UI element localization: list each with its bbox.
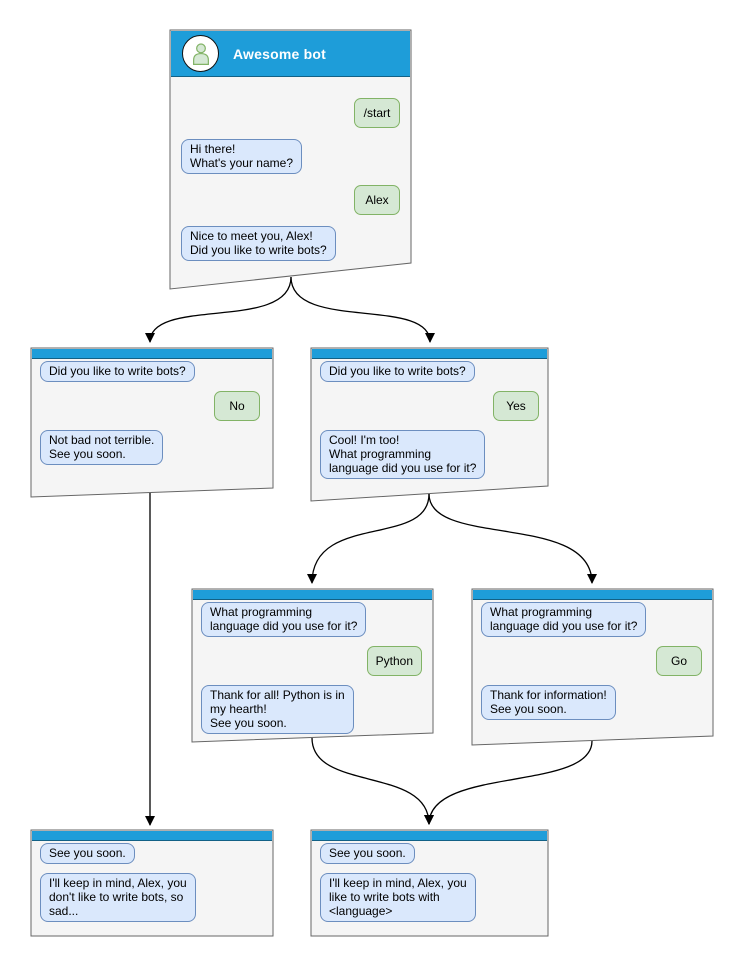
chat-body: See you soon. I'll keep in mind, Alex, y… (312, 841, 547, 922)
chat-window-titlebar (32, 349, 272, 359)
chat-body: /start Hi there! What's your name? Alex … (171, 77, 410, 261)
user-message-bubble: Python (366, 646, 422, 676)
chat-window-go: What programming language did you use fo… (473, 590, 712, 720)
chat-window-titlebar (312, 831, 547, 841)
bot-message-bubble: I'll keep in mind, Alex, you don't like … (40, 873, 196, 922)
bot-message-bubble: See you soon. (320, 843, 415, 864)
connector-yes-to-python (307, 493, 430, 584)
chat-window-start: Awesome bot /start Hi there! What's your… (171, 31, 410, 261)
bot-message-bubble: Not bad not terrible. See you soon. (40, 430, 164, 465)
connector-python-to-end (311, 737, 434, 825)
chat-window-end-yes: See you soon. I'll keep in mind, Alex, y… (312, 831, 547, 922)
chat-body: Did you like to write bots? No Not bad n… (32, 359, 272, 465)
bot-message-bubble: What programming language did you use fo… (481, 602, 647, 637)
chat-window-titlebar: Awesome bot (171, 31, 410, 77)
user-message-bubble: Go (656, 646, 702, 676)
user-message-bubble: No (214, 391, 260, 421)
bot-message-bubble: Thank for information! See you soon. (481, 685, 616, 720)
chat-body: What programming language did you use fo… (473, 600, 712, 720)
bot-message-bubble: Did you like to write bots? (40, 361, 195, 382)
chat-body: See you soon. I'll keep in mind, Alex, y… (32, 841, 272, 922)
user-message-bubble: /start (354, 98, 400, 128)
bot-message-bubble: Did you like to write bots? (320, 361, 475, 382)
user-message-bubble: Yes (493, 391, 539, 421)
connector-start-to-no (145, 276, 292, 343)
chat-body: Did you like to write bots? Yes Cool! I'… (312, 359, 547, 479)
chat-body: What programming language did you use fo… (193, 600, 432, 734)
connector-yes-to-go (428, 493, 597, 584)
chat-window-titlebar (473, 590, 712, 600)
chat-window-yes: Did you like to write bots? Yes Cool! I'… (312, 349, 547, 479)
bot-message-bubble: See you soon. (40, 843, 135, 864)
bot-message-bubble: Thank for all! Python is in my hearth! S… (201, 685, 354, 734)
bot-avatar-icon (182, 35, 219, 72)
user-message-bubble: Alex (354, 185, 400, 215)
bot-message-bubble: I'll keep in mind, Alex, you like to wri… (320, 873, 476, 922)
chat-window-no: Did you like to write bots? No Not bad n… (32, 349, 272, 465)
chat-window-titlebar (32, 831, 272, 841)
chat-window-titlebar (312, 349, 547, 359)
chat-window-titlebar (193, 590, 432, 600)
chat-window-python: What programming language did you use fo… (193, 590, 432, 734)
bot-message-bubble: Nice to meet you, Alex! Did you like to … (181, 226, 336, 261)
chat-window-end-no: See you soon. I'll keep in mind, Alex, y… (32, 831, 272, 922)
connector-start-to-yes (290, 276, 435, 343)
connector-go-to-end (424, 740, 593, 825)
bot-message-bubble: Cool! I'm too! What programming language… (320, 430, 486, 479)
bot-name-label: Awesome bot (233, 45, 326, 62)
bot-message-bubble: Hi there! What's your name? (181, 139, 303, 174)
bot-message-bubble: What programming language did you use fo… (201, 602, 367, 637)
